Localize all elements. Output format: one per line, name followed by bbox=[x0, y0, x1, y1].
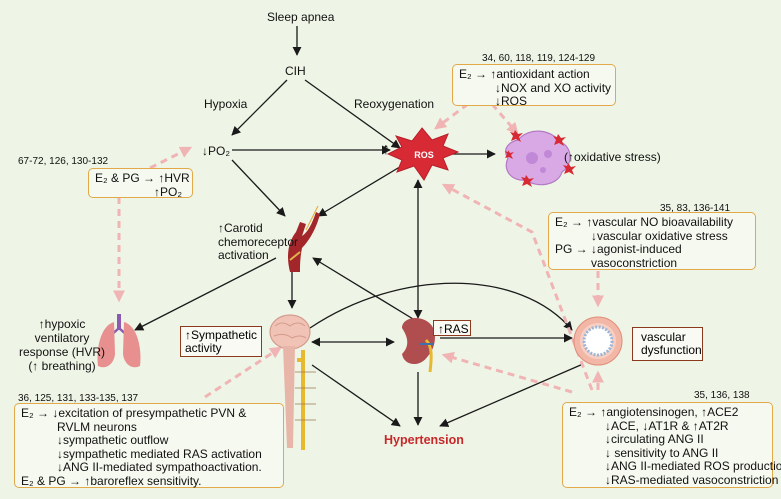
ros-box-refs: 34, 60, 118, 119, 124-129 bbox=[482, 53, 596, 64]
brain-spinal-cord-icon bbox=[269, 314, 316, 450]
blood-vessel-cross-section-icon bbox=[573, 316, 623, 366]
reoxygenation-label: Reoxygenation bbox=[354, 97, 435, 111]
sympathetic-intervention-box: E₂ → ↓excitation of presympathetic PVN &… bbox=[14, 403, 284, 488]
ros-intervention-box: E₂ → ↑antioxidant action ↓NOX and XO act… bbox=[452, 64, 616, 108]
dashed-arrows bbox=[113, 102, 604, 399]
ros-star-icon: ROS bbox=[386, 127, 460, 181]
sympathetic-activity-node: ↑Sympathetic activity bbox=[180, 326, 262, 357]
hypoxia-label: Hypoxia bbox=[204, 97, 248, 111]
carotid-artery-icon bbox=[288, 205, 320, 272]
vascular-intervention-box: E₂ → ↑vascular NO bioavailability ↓vascu… bbox=[548, 212, 756, 270]
oxidative-stress-label: (↑oxidative stress) bbox=[564, 150, 661, 164]
ros-increase-arrow: ↑ bbox=[382, 141, 390, 158]
ras-intervention-box: E₂ → ↑angiotensinogen, ↑ACE2 ↓ACE, ↓AT1R… bbox=[562, 402, 781, 488]
cih-label: CIH bbox=[285, 64, 306, 78]
ras-node: ↑RAS bbox=[433, 320, 471, 336]
sleep-apnea-label: Sleep apnea bbox=[267, 10, 335, 24]
lungs-icon bbox=[97, 314, 141, 368]
vascular-box-refs: 35, 83, 136-141 bbox=[660, 203, 731, 214]
ras-box-refs: 35, 136, 138 bbox=[694, 390, 750, 401]
hvr-box-refs: 67-72, 126, 130-132 bbox=[18, 156, 109, 167]
sympathetic-box-refs: 36, 125, 131, 133-135, 137 bbox=[18, 393, 139, 404]
kidney-icon bbox=[402, 317, 435, 373]
vascular-dysfunction-node: vascular dysfunction bbox=[632, 327, 703, 361]
solid-arrows bbox=[134, 26, 584, 427]
po2-label: ↓PO₂ bbox=[202, 144, 230, 158]
hypertension-label: Hypertension bbox=[384, 433, 464, 447]
hvr-label: ↑hypoxic ventilatory response (HVR) (↑ b… bbox=[19, 317, 106, 373]
ros-label: ROS bbox=[414, 150, 434, 160]
damaged-cell-icon bbox=[505, 130, 576, 187]
carotid-label: ↑Carotid chemoreceptor activation bbox=[218, 221, 299, 262]
hvr-intervention-box: E₂ & PG → ↑HVR ↑PO₂ bbox=[88, 168, 193, 198]
